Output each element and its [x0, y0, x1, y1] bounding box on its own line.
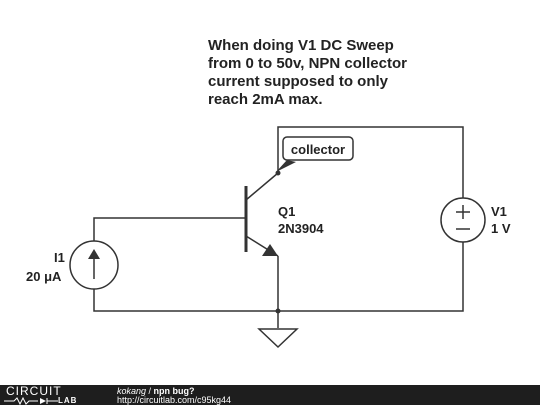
ground-icon	[257, 328, 299, 349]
npn-transistor-q1[interactable]	[244, 172, 279, 257]
logo-lab-text: LAB	[58, 396, 78, 405]
circuit-title[interactable]: npn bug?	[153, 386, 195, 396]
wire-collector-to-v1	[277, 126, 464, 198]
footer-breadcrumb: kokang / npn bug?	[117, 386, 195, 396]
ground-symbol	[257, 308, 299, 349]
current-source-ref: I1	[54, 250, 65, 265]
collector-probe[interactable]: collector	[275, 136, 354, 176]
current-arrow-up-icon	[88, 249, 100, 259]
current-source-value: 20 μA	[26, 269, 62, 284]
author-link[interactable]: kokang	[117, 386, 147, 396]
current-source-i1[interactable]	[69, 240, 119, 290]
logo-waveform-icon	[4, 397, 58, 405]
probe-label: collector	[291, 142, 345, 157]
probe-pointer-icon	[276, 160, 296, 172]
wire-v1-to-ground	[278, 242, 464, 312]
voltage-source-circle	[440, 197, 486, 243]
wire-i1-bottom	[93, 289, 278, 312]
wire-i1-to-base	[93, 217, 246, 241]
circuit-schematic: collector Q1 2N3904 I1 20 μA V1 1 V	[26, 126, 511, 349]
voltage-source-value: 1 V	[491, 221, 511, 236]
breadcrumb-separator: /	[146, 386, 154, 396]
circuitlab-logo[interactable]: CIRCUIT	[6, 384, 62, 398]
footer-bar: CIRCUIT LAB kokang / npn bug? http://cir…	[0, 385, 540, 405]
probe-label-box	[282, 136, 354, 161]
circuit-url[interactable]: http://circuitlab.com/c95kg44	[117, 395, 232, 405]
emitter-arrow-icon	[262, 244, 278, 256]
annotation-text: When doing V1 DC Sweep from 0 to 50v, NP…	[208, 37, 407, 108]
collector-node-dot	[275, 170, 281, 176]
transistor-collector-lead	[245, 172, 279, 201]
voltage-source-ref: V1	[491, 204, 507, 219]
wires	[93, 126, 464, 328]
transistor-part: 2N3904	[278, 221, 324, 236]
transistor-ref: Q1	[278, 204, 295, 219]
ground-node-dot	[275, 308, 281, 314]
voltage-source-v1[interactable]	[440, 197, 486, 243]
